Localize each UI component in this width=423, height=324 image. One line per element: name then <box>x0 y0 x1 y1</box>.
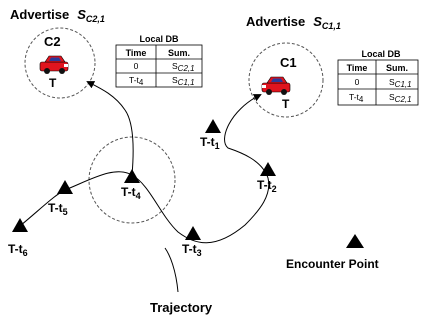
c2-local-db-table: Local DB Time Sum. 0 SC2,1 T-t4 SC1,1 <box>115 34 203 88</box>
point-label-t2: T-t2 <box>257 178 277 194</box>
trajectory-label: Trajectory <box>150 300 213 315</box>
c1-table-header-time: Time <box>347 63 368 73</box>
point-label-t5: T-t5 <box>48 201 68 217</box>
encounter-point-t4-marker <box>124 169 140 183</box>
c1-range-circle <box>248 42 324 118</box>
c1-label: C1 <box>280 55 297 70</box>
c2-table-row-1-time: T-t4 <box>129 75 144 87</box>
c1-time-label: T <box>282 97 290 111</box>
c1-table-row-0-time: 0 <box>355 77 360 87</box>
encounter-point-t5-marker <box>57 180 73 194</box>
encounter-point-t2-marker <box>260 162 276 176</box>
advertise-c2-label: Advertise SC2,1 <box>10 6 105 24</box>
c2-table-row-1-sum: SC1,1 <box>172 75 195 87</box>
point-label-t6: T-t6 <box>8 242 28 258</box>
point-label-t1: T-t1 <box>200 135 220 151</box>
trajectory-path-c2 <box>86 81 134 176</box>
c2-car-icon <box>39 55 69 74</box>
encounter-point-t3-marker <box>185 226 201 240</box>
trajectory-path <box>19 94 270 244</box>
advertise-c1-label: Advertise SC1,1 <box>246 13 341 31</box>
c2-table-title: Local DB <box>139 34 179 44</box>
trajectory-pointer <box>164 247 179 293</box>
encounter-point-t1-marker <box>205 119 221 133</box>
c1-table-row-0-sum: SC1,1 <box>389 77 412 89</box>
legend-encounter-icon <box>346 234 364 248</box>
c2-time-label: T <box>49 76 57 90</box>
c1-car-icon <box>261 76 291 95</box>
c2-vehicle: C2 T <box>39 34 69 90</box>
c1-vehicle: C1 T <box>261 55 297 111</box>
c1-table-row-1-sum: SC2,1 <box>389 92 412 104</box>
c2-table-row-0-sum: SC2,1 <box>172 61 195 73</box>
c1-local-db-table: Local DB Time Sum. 0 SC1,1 T-t4 SC2,1 <box>337 49 419 106</box>
c2-label: C2 <box>44 34 61 49</box>
point-label-t4: T-t4 <box>121 185 141 201</box>
c2-table-header-sum: Sum. <box>168 48 190 58</box>
c1-table-title: Local DB <box>361 49 401 59</box>
point-label-t3: T-t3 <box>182 242 202 258</box>
encounter-range-circle <box>88 136 176 224</box>
c2-range-circle <box>24 27 96 99</box>
c1-table-header-sum: Sum. <box>386 63 408 73</box>
c2-table-header-time: Time <box>126 48 147 58</box>
c2-table-row-0-time: 0 <box>134 61 139 71</box>
encounter-point-t6-marker <box>12 218 28 232</box>
c1-table-row-1-time: T-t4 <box>349 92 364 104</box>
legend-label: Encounter Point <box>286 257 379 271</box>
